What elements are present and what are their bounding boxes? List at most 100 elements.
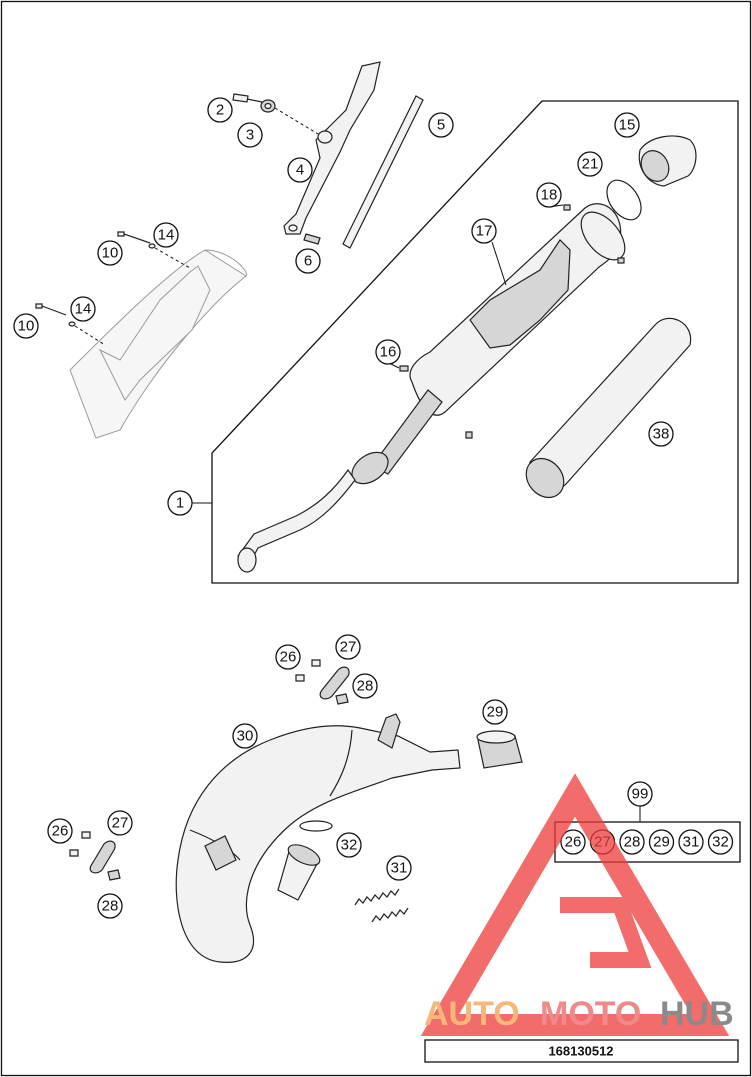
callout-3: 3 [237, 122, 263, 148]
axis-line-rivet-upper [154, 247, 191, 269]
ghost-bracket [98, 265, 211, 401]
callout-10-lower: 10 [13, 313, 39, 339]
callout-4: 4 [287, 157, 313, 183]
callout-21: 21 [577, 151, 603, 177]
bolt-26-lower-b [69, 849, 79, 857]
svg-text:6: 6 [304, 253, 312, 270]
axis-line-rivet-lower [74, 325, 106, 346]
watermark-word-auto: AUTO [424, 995, 520, 1033]
callout-1: 1 [167, 490, 193, 516]
axis-line-bracket [274, 107, 319, 135]
ghost-muffler-end [204, 249, 247, 277]
callout-99: 99 [627, 781, 653, 807]
callout-2: 2 [207, 97, 233, 123]
chamber-30-seam [329, 729, 353, 797]
svg-text:31: 31 [391, 860, 408, 877]
callout-27-lower: 27 [107, 810, 133, 836]
svg-text:14: 14 [75, 301, 92, 318]
kit-99-item-label: 29 [653, 834, 670, 851]
nut-28-lower [107, 869, 121, 881]
svg-text:99: 99 [632, 786, 649, 803]
callout-18: 18 [536, 182, 562, 208]
kit-99-item-label: 26 [565, 834, 582, 851]
kit-99-item-label: 28 [624, 834, 641, 851]
watermark-word-hub: HUB [660, 995, 734, 1033]
svg-text:21: 21 [582, 156, 599, 173]
kit-99-item-label: 32 [712, 834, 729, 851]
callout-29: 29 [482, 699, 508, 725]
watermark-triangle [420, 773, 730, 1036]
ghost-muffler-group [35, 231, 247, 439]
svg-text:15: 15 [619, 117, 636, 134]
callout-38: 38 [648, 421, 674, 447]
svg-text:28: 28 [357, 678, 374, 695]
silencer-group [237, 135, 697, 573]
svg-text:26: 26 [52, 823, 69, 840]
callout-15: 15 [614, 112, 640, 138]
callout-28-upper: 28 [352, 673, 378, 699]
muffler-bracket-group [232, 61, 424, 249]
svg-text:32: 32 [341, 837, 358, 854]
bolt-26-upper-b [295, 674, 305, 682]
callout-27-upper: 27 [335, 634, 361, 660]
callout-26-upper: 26 [275, 644, 301, 670]
svg-text:38: 38 [653, 426, 670, 443]
screw-18-b [617, 257, 625, 264]
callout-6: 6 [295, 248, 321, 274]
header-pipe-flange [287, 844, 321, 866]
kit-99-item-label: 31 [683, 834, 700, 851]
svg-text:14: 14 [158, 227, 175, 244]
svg-text:16: 16 [380, 344, 397, 361]
rivet-10-lower [35, 303, 67, 316]
bolt-2-shaft [246, 98, 263, 103]
screw-16 [399, 365, 409, 372]
chamber-30-bracket [377, 713, 401, 749]
spring-31-a [354, 888, 400, 906]
callout-10-upper: 10 [97, 240, 123, 266]
end-cap-15-ring [640, 150, 670, 182]
bracket-4-hole [317, 130, 333, 144]
svg-text:4: 4 [296, 162, 304, 179]
bolt-26-upper-a [311, 659, 321, 667]
svg-text:2: 2 [216, 102, 224, 119]
callout-32: 32 [336, 832, 362, 858]
screw-lower [465, 431, 473, 439]
callout-14-upper: 14 [153, 222, 179, 248]
svg-text:18: 18 [541, 187, 558, 204]
svg-text:28: 28 [102, 898, 119, 915]
washer-14-upper [148, 243, 156, 249]
svg-text:26: 26 [280, 649, 297, 666]
plate-27-upper [319, 666, 350, 700]
bracket-4-hole-low [288, 224, 298, 232]
diagram-code: 168130512 [548, 1044, 613, 1059]
plate-27-lower [89, 840, 116, 874]
svg-text:3: 3 [246, 127, 254, 144]
o-ring-32 [299, 820, 333, 832]
callout-5: 5 [428, 112, 454, 138]
diagram-code-box [424, 1039, 739, 1063]
chamber-30-mount [204, 835, 237, 871]
mount-set-lower [69, 831, 121, 881]
watermark-logo [420, 773, 730, 1036]
washer-14-lower [68, 321, 76, 327]
kit-99-item-31: 31 [678, 829, 704, 855]
rivet-10-upper [117, 231, 151, 244]
muffler-assembly-frame [211, 100, 739, 584]
screw-18 [563, 204, 571, 211]
svg-text:17: 17 [476, 223, 493, 240]
bracket-4-shape [283, 61, 381, 235]
o-ring-21 [606, 179, 642, 221]
callout-31: 31 [386, 855, 412, 881]
svg-text:1: 1 [176, 495, 184, 512]
svg-text:30: 30 [237, 728, 254, 745]
callout-16: 16 [375, 339, 401, 365]
inlet-pipe-mouth [237, 547, 257, 573]
washer-3-hole [264, 102, 272, 110]
expansion-chamber-group [175, 713, 523, 963]
svg-text:27: 27 [340, 639, 357, 656]
bolt-2-shape [232, 93, 249, 103]
callout-26-lower: 26 [47, 818, 73, 844]
kit-99-item-29: 29 [648, 829, 675, 855]
svg-text:29: 29 [487, 704, 504, 721]
